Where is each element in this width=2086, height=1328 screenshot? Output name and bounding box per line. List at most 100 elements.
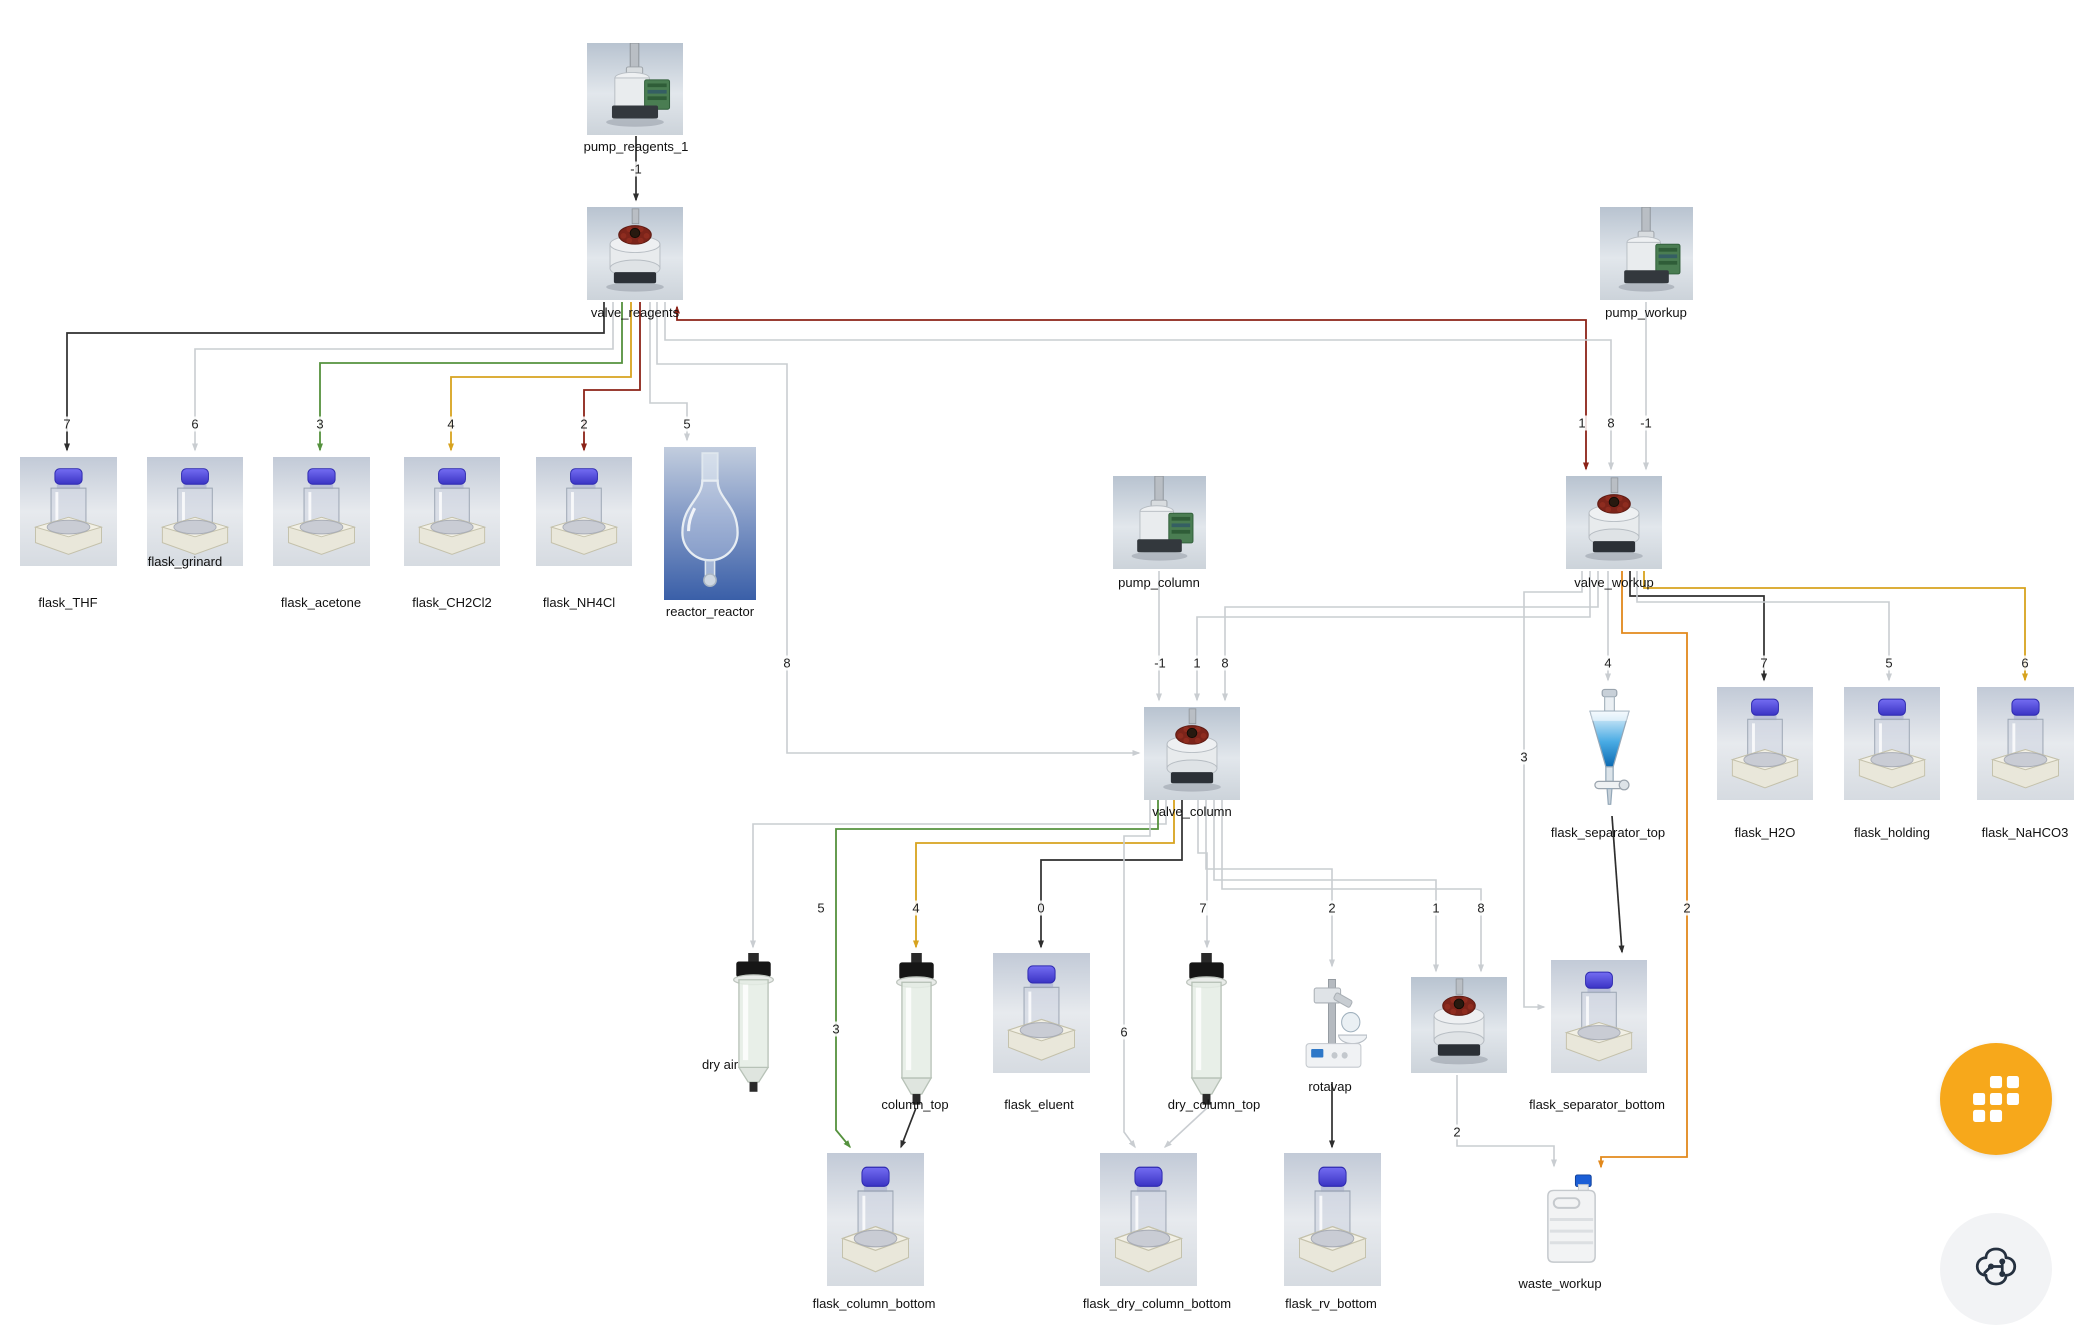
edge-label-valve_column-valve_aux-8: 8 xyxy=(1475,900,1487,916)
node-flask_CH2Cl2[interactable] xyxy=(404,457,500,566)
edge-label-valve_workup-flask_separator_top: 4 xyxy=(1602,655,1614,671)
edge-label-valve_reagents-valve_column: 8 xyxy=(781,655,793,671)
edge-label-pump_column-valve_column: -1 xyxy=(1152,655,1168,671)
rotavap-icon xyxy=(1300,973,1367,1080)
node-label-dry_air: dry air xyxy=(701,1057,739,1072)
node-label-pump_reagents_1: pump_reagents_1 xyxy=(583,139,689,154)
node-label-flask_H2O: flask_H2O xyxy=(1734,825,1796,840)
node-waste_workup[interactable] xyxy=(1540,1173,1603,1266)
brain-circuit-icon xyxy=(1975,1247,2017,1286)
node-label-flask_column_bottom: flask_column_bottom xyxy=(812,1296,936,1311)
column-icon xyxy=(890,953,943,1106)
node-flask_eluent[interactable] xyxy=(993,953,1090,1073)
node-reactor_reactor[interactable] xyxy=(664,447,756,600)
node-label-flask_rv_bottom: flask_rv_bottom xyxy=(1285,1296,1377,1311)
edge-label-valve_column-flask_column_bottom: 3 xyxy=(830,1021,842,1037)
flask-icon xyxy=(993,953,1090,1073)
edge-label-valve_reagents-flask_THF: 7 xyxy=(61,416,73,432)
valve-icon xyxy=(1144,707,1240,800)
flask-icon xyxy=(273,457,370,566)
jerrycan-icon xyxy=(1540,1173,1603,1266)
flask-icon xyxy=(20,457,117,566)
apps-grid-icon xyxy=(1973,1076,2019,1122)
edge-label-pump_workup-valve_workup: -1 xyxy=(1638,415,1654,431)
node-flask_NaHCO3[interactable] xyxy=(1977,687,2074,800)
pump-icon xyxy=(1600,207,1693,300)
edge-label-valve_aux-waste_workup: 2 xyxy=(1451,1124,1463,1140)
node-label-flask_THF: flask_THF xyxy=(38,595,98,610)
node-flask_H2O[interactable] xyxy=(1717,687,1813,800)
node-valve_column[interactable] xyxy=(1144,707,1240,800)
edge-label-valve_workup-valve_reagents-1: 1 xyxy=(1576,415,1588,431)
node-label-pump_column: pump_column xyxy=(1118,575,1200,590)
flask-icon xyxy=(1717,687,1813,800)
node-dry_column_top[interactable] xyxy=(1180,953,1233,1106)
node-label-rotavap: rotavap xyxy=(1308,1079,1352,1094)
flask-icon xyxy=(1100,1153,1197,1286)
pump-icon xyxy=(1113,476,1206,569)
edge-label-valve_column-dry_air: 5 xyxy=(815,900,827,916)
node-label-flask_separator_bottom: flask_separator_bottom xyxy=(1529,1097,1665,1112)
node-flask_acetone[interactable] xyxy=(273,457,370,566)
valve-icon xyxy=(1411,977,1507,1073)
edge-label-valve_column-rotavap: 2 xyxy=(1326,900,1338,916)
node-label-column_top: column_top xyxy=(881,1097,949,1112)
node-valve_workup[interactable] xyxy=(1566,476,1662,569)
node-label-valve_workup: valve_workup xyxy=(1574,575,1654,590)
node-flask_NH4Cl[interactable] xyxy=(536,457,632,566)
separator-funnel-icon xyxy=(1573,687,1646,814)
flask-icon xyxy=(147,457,243,566)
flask-icon xyxy=(536,457,632,566)
node-pump_workup[interactable] xyxy=(1600,207,1693,300)
node-flask_THF[interactable] xyxy=(20,457,117,566)
node-flask_separator_bottom[interactable] xyxy=(1551,960,1647,1073)
flask-icon xyxy=(1977,687,2074,800)
node-flask_column_bottom[interactable] xyxy=(827,1153,924,1286)
flask-icon xyxy=(1284,1153,1381,1286)
node-rotavap[interactable] xyxy=(1300,973,1367,1080)
edge-label-valve_workup-flask_H2O: 7 xyxy=(1758,655,1770,671)
node-flask_grinard[interactable] xyxy=(147,457,243,566)
edge-label-valve_workup-valve_reagents-8: 8 xyxy=(1605,415,1617,431)
node-flask_holding[interactable] xyxy=(1844,687,1940,800)
node-label-valve_column: valve_column xyxy=(1152,804,1232,819)
edge-label-valve_workup-valve_column-8: 8 xyxy=(1219,655,1231,671)
node-label-dry_column_top: dry_column_top xyxy=(1167,1097,1261,1112)
node-label-waste_workup: waste_workup xyxy=(1518,1276,1602,1291)
edge-label-valve_workup-valve_column-1: 1 xyxy=(1191,655,1203,671)
node-label-valve_reagents: valve_reagents xyxy=(590,305,680,320)
node-label-flask_eluent: flask_eluent xyxy=(1004,1097,1074,1112)
flask-icon xyxy=(1844,687,1940,800)
valve-icon xyxy=(1566,476,1662,569)
edge-label-valve_column-column_top: 4 xyxy=(910,900,922,916)
edge-label-valve_column-flask_dry_column_bottom: 6 xyxy=(1118,1024,1130,1040)
node-label-flask_NH4Cl: flask_NH4Cl xyxy=(542,595,616,610)
node-label-pump_workup: pump_workup xyxy=(1605,305,1687,320)
edge-label-valve_workup-waste_workup: 2 xyxy=(1681,900,1693,916)
node-column_top[interactable] xyxy=(890,953,943,1106)
node-label-flask_NaHCO3: flask_NaHCO3 xyxy=(1981,825,2069,840)
apps-grid-button[interactable] xyxy=(1940,1043,2052,1155)
edge-label-pump_reagents_1-valve_reagents: -1 xyxy=(628,161,644,177)
node-label-flask_holding: flask_holding xyxy=(1854,825,1930,840)
edge-label-valve_workup-flask_NaHCO3: 6 xyxy=(2019,655,2031,671)
pump-icon xyxy=(587,43,683,135)
node-flask_separator_top[interactable] xyxy=(1573,687,1646,814)
node-pump_column[interactable] xyxy=(1113,476,1206,569)
node-flask_rv_bottom[interactable] xyxy=(1284,1153,1381,1286)
node-pump_reagents_1[interactable] xyxy=(587,43,683,135)
edge-label-valve_reagents-flask_acetone: 3 xyxy=(314,416,326,432)
edge-label-valve_workup-flask_holding: 5 xyxy=(1883,655,1895,671)
node-label-reactor_reactor: reactor_reactor xyxy=(665,604,755,619)
assistant-button[interactable] xyxy=(1940,1213,2052,1325)
node-valve_aux[interactable] xyxy=(1411,977,1507,1073)
node-valve_reagents[interactable] xyxy=(587,207,683,300)
flask-icon xyxy=(404,457,500,566)
column-icon xyxy=(1180,953,1233,1106)
node-label-flask_CH2Cl2: flask_CH2Cl2 xyxy=(412,595,492,610)
node-flask_dry_column_bottom[interactable] xyxy=(1100,1153,1197,1286)
edge-label-valve_reagents-flask_CH2Cl2: 4 xyxy=(445,416,457,432)
flask-icon xyxy=(827,1153,924,1286)
